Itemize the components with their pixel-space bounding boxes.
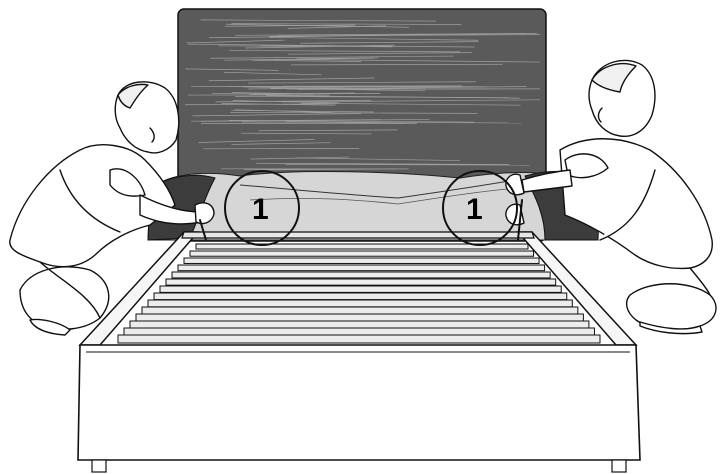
headboard-texture <box>184 19 541 171</box>
bed-slat <box>177 264 546 272</box>
bed-slat <box>117 334 601 344</box>
callout-right: 1 <box>442 170 518 246</box>
bed-slat <box>153 292 568 301</box>
bed-leg-right <box>611 459 627 473</box>
callout-right-label: 1 <box>466 193 483 226</box>
bed-slat <box>171 271 551 279</box>
bed-slat <box>165 278 557 286</box>
bed-slat <box>195 243 529 250</box>
slat-group <box>117 243 601 344</box>
callout-left-label: 1 <box>252 193 269 226</box>
right-worker <box>505 59 717 335</box>
bed-frame <box>77 231 641 473</box>
bed-leg-left <box>91 459 107 473</box>
left-worker <box>9 81 215 336</box>
bed-slat <box>159 285 562 293</box>
bed-slat <box>147 299 573 308</box>
bed-slat <box>189 250 535 257</box>
callout-left: 1 <box>224 170 300 246</box>
bed-slat <box>183 257 540 264</box>
bed-slat <box>141 306 579 315</box>
bed-slat <box>135 313 584 322</box>
bed-slat <box>129 320 590 330</box>
